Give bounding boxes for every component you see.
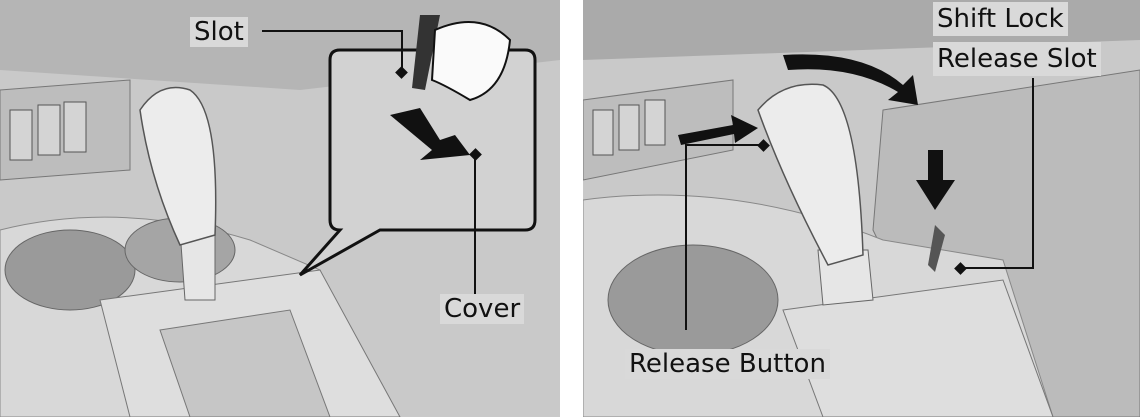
shift-lock-illustration	[583, 0, 1140, 417]
slot-label: Slot	[190, 17, 248, 47]
shift-lock-label-line1: Shift Lock	[933, 2, 1068, 36]
release-button-label: Release Button	[625, 349, 830, 379]
right-illustration-panel: Shift Lock Release Slot Release Button	[583, 0, 1140, 417]
cover-label: Cover	[440, 294, 525, 324]
shift-lever-illustration	[0, 0, 560, 417]
left-illustration-panel: Slot Cover	[0, 0, 560, 417]
shift-lock-label-line2: Release Slot	[933, 42, 1101, 76]
